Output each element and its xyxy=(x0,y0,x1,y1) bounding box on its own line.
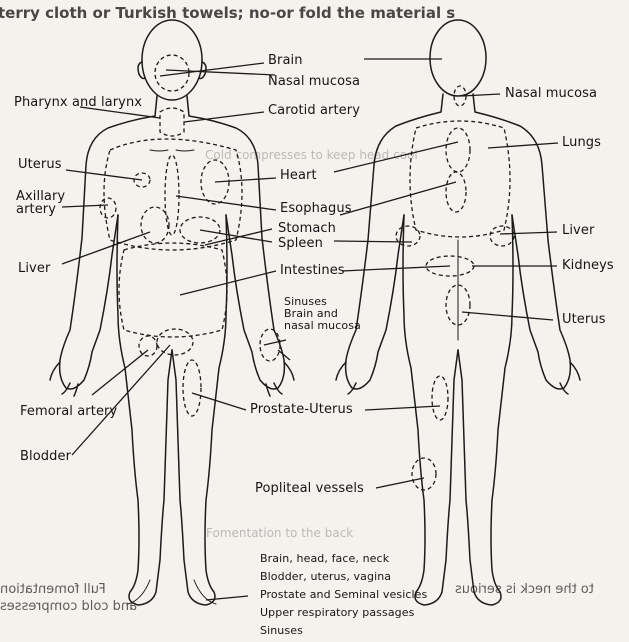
label-nasal-mucosa-front: Nasal mucosa xyxy=(268,75,360,89)
label-spleen: Spleen xyxy=(278,237,323,251)
foot-list-item: Sinuses xyxy=(260,625,303,637)
label-nasal-mucosa-back: Nasal mucosa xyxy=(505,87,597,101)
label-lungs: Lungs xyxy=(562,136,601,150)
label-intestines: Intestines xyxy=(280,264,345,278)
foot-list-item: Prostate and Seminal vesicles xyxy=(260,589,427,601)
label-brain: Brain xyxy=(268,54,303,68)
label-esophagus: Esophagus xyxy=(280,202,352,216)
foot-list-item: Brain, head, face, neck xyxy=(260,553,389,565)
label-pharynx-larynx: Pharynx and larynx xyxy=(14,96,142,110)
label-stomach: Stomach xyxy=(278,222,336,236)
foot-list-item: Blodder, uterus, vagina xyxy=(260,571,391,583)
label-femoral-artery: Femoral artery xyxy=(20,405,117,419)
label-popliteal-vessels: Popliteal vessels xyxy=(255,482,364,496)
label-liver-back: Liver xyxy=(562,224,594,238)
label-axillary-artery: Axillary artery xyxy=(16,190,65,216)
label-liver-front: Liver xyxy=(18,262,50,276)
label-carotid-artery: Carotid artery xyxy=(268,104,360,118)
label-heart: Heart xyxy=(280,169,317,183)
back-figure-outline xyxy=(336,20,580,605)
label-prostate-uterus: Prostate-Uterus xyxy=(250,403,353,417)
label-bladder: Blodder xyxy=(20,450,71,464)
label-kidneys: Kidneys xyxy=(562,259,614,273)
foot-list-item: Upper respiratory passages xyxy=(260,607,414,619)
label-uterus-back: Uterus xyxy=(562,313,606,327)
label-sinuses-group: Sinuses Brain and nasal mucosa xyxy=(284,296,361,332)
label-uterus-front: Uterus xyxy=(18,158,62,172)
